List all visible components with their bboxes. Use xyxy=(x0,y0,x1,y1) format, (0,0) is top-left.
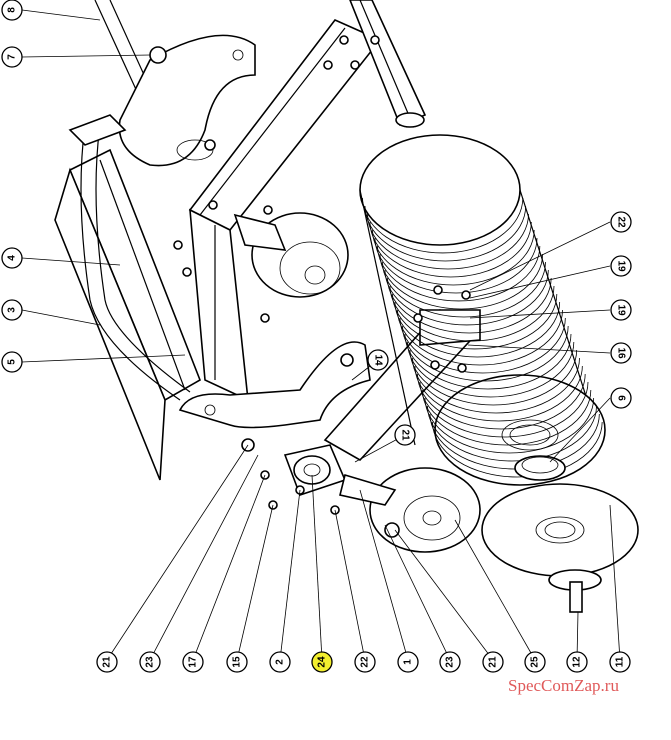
drum-rib xyxy=(432,421,603,478)
callout-12: 12 xyxy=(566,651,588,673)
callout-15: 15 xyxy=(226,651,248,673)
callout-17: 17 xyxy=(182,651,204,673)
callout-19-b: 19 xyxy=(610,299,632,321)
svg-text:25: 25 xyxy=(530,656,541,668)
callout-21-bottom-a: 21 xyxy=(96,651,118,673)
callout-1: 1 xyxy=(397,651,419,673)
svg-text:21: 21 xyxy=(102,656,113,668)
callout-25: 25 xyxy=(524,651,546,673)
drum-rib xyxy=(377,245,541,302)
callout-8: 8 xyxy=(1,0,23,21)
callout-7: 7 xyxy=(1,46,23,68)
callout-21-bottom-b: 21 xyxy=(482,651,504,673)
drum-rib xyxy=(417,373,586,430)
callout-6: 6 xyxy=(610,387,632,409)
drum-rib xyxy=(407,341,575,398)
callout-23-bottom-b: 23 xyxy=(439,651,461,673)
svg-text:12: 12 xyxy=(572,656,583,668)
svg-text:17: 17 xyxy=(188,656,199,668)
callout-2: 2 xyxy=(269,651,291,673)
drum-rib xyxy=(419,381,589,438)
svg-text:15: 15 xyxy=(232,656,243,668)
svg-text:6: 6 xyxy=(616,395,627,401)
callout-16: 16 xyxy=(610,342,632,364)
svg-text:24: 24 xyxy=(317,656,328,668)
drum-rib xyxy=(394,301,561,358)
drum-rib xyxy=(362,197,524,254)
callout-11: 11 xyxy=(609,651,631,673)
svg-text:21: 21 xyxy=(488,656,499,668)
svg-text:4: 4 xyxy=(7,255,18,261)
drum-rib xyxy=(374,237,538,294)
callout-5: 5 xyxy=(1,351,23,373)
svg-text:1: 1 xyxy=(403,659,414,665)
watermark: SpecComZap.ru xyxy=(508,676,619,695)
drum-rib xyxy=(399,317,566,374)
callout-23-bottom-a: 23 xyxy=(139,651,161,673)
svg-text:19: 19 xyxy=(616,304,627,316)
svg-text:19: 19 xyxy=(616,260,627,272)
svg-text:5: 5 xyxy=(7,359,18,365)
callout-22-bottom: 22 xyxy=(354,651,376,673)
svg-text:22: 22 xyxy=(616,216,627,228)
callout-4: 4 xyxy=(1,247,23,269)
bolts xyxy=(149,35,471,538)
callout-22-top: 22 xyxy=(610,211,632,233)
drum-rib xyxy=(387,277,552,334)
svg-text:21: 21 xyxy=(400,429,411,441)
cover-disc xyxy=(481,483,639,577)
svg-text:16: 16 xyxy=(616,347,627,359)
drum-rib xyxy=(402,325,569,382)
callout-21-mid: 21 xyxy=(394,424,416,446)
drum-rib xyxy=(384,269,549,326)
bearing-ring xyxy=(514,455,566,481)
drum-rib xyxy=(424,397,595,454)
roller-drum xyxy=(359,134,606,486)
bearing-housing xyxy=(283,444,347,497)
svg-text:23: 23 xyxy=(145,656,156,668)
drum-rib xyxy=(389,285,555,342)
svg-text:2: 2 xyxy=(275,659,286,665)
small-wheel-front xyxy=(339,467,481,553)
drum-rib xyxy=(379,253,544,310)
drum-rib xyxy=(412,357,580,414)
svg-text:3: 3 xyxy=(7,307,18,313)
bracket-plate xyxy=(118,34,256,167)
callout-3: 3 xyxy=(1,299,23,321)
drum-rib xyxy=(392,293,558,350)
drum-rib xyxy=(404,333,572,390)
svg-text:22: 22 xyxy=(360,656,371,668)
svg-text:7: 7 xyxy=(7,54,18,60)
svg-text:14: 14 xyxy=(373,354,384,366)
handle-tube xyxy=(68,114,191,401)
svg-text:8: 8 xyxy=(7,7,18,13)
drum-rib xyxy=(364,205,527,262)
svg-text:23: 23 xyxy=(445,656,456,668)
hub-flange xyxy=(548,569,602,613)
drum-rib xyxy=(397,309,563,366)
callout-24-highlighted: 24 xyxy=(311,651,333,673)
top-rail xyxy=(349,0,427,128)
callout-14: 14 xyxy=(367,349,389,371)
drum-rib xyxy=(382,261,546,318)
leader-lines xyxy=(21,9,621,661)
drum-rib xyxy=(422,389,592,446)
drum-rib xyxy=(369,221,532,278)
drum-rib xyxy=(409,349,578,406)
drum-rib xyxy=(367,213,529,270)
svg-text:11: 11 xyxy=(615,656,626,667)
drum-rib xyxy=(372,229,535,286)
side-panel xyxy=(54,148,201,481)
drum-rib xyxy=(414,365,583,422)
front-plate xyxy=(178,341,371,429)
drum-rib xyxy=(427,405,597,462)
small-wheel-top xyxy=(233,212,349,298)
callout-19-a: 19 xyxy=(610,255,632,277)
